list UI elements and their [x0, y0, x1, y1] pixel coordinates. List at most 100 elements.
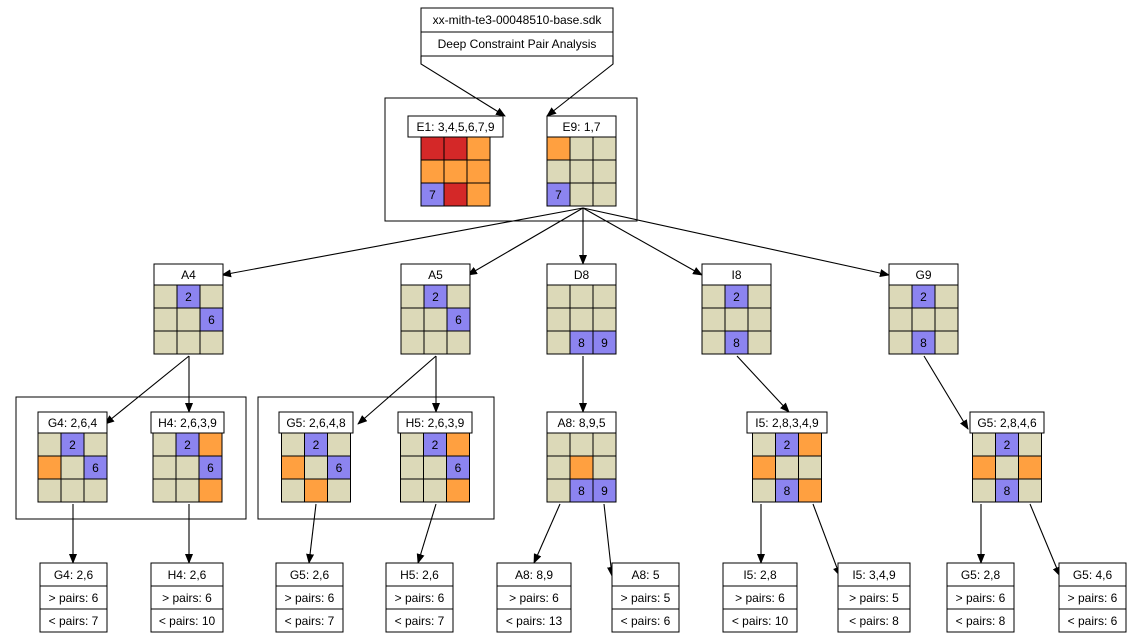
grid-cell — [83, 478, 108, 503]
leaf-title: I5: 2,8 — [743, 568, 777, 582]
cell-digit: 2 — [184, 438, 191, 452]
cell-digit: 2 — [784, 438, 791, 452]
grid-cell — [423, 455, 447, 480]
cell-digit: 7 — [429, 188, 436, 202]
grid-cell — [972, 455, 996, 480]
grid-cell — [198, 432, 223, 457]
grid-cell — [592, 432, 617, 457]
grid-cell — [327, 478, 351, 503]
grid-cell — [175, 478, 200, 503]
cell-digit: 7 — [555, 188, 562, 202]
grid-cell — [420, 136, 445, 161]
leaf-title: A8: 5 — [631, 568, 659, 582]
node-label: A5 — [428, 268, 443, 282]
grid-cell — [37, 432, 62, 457]
grid-cell — [175, 455, 200, 480]
grid-cell — [446, 284, 471, 309]
grid-cell — [934, 330, 959, 355]
node-label: I8 — [731, 268, 741, 282]
leaf-title: H4: 2,6 — [168, 568, 207, 582]
leaf-l1: G4: 2,6> pairs: 6< pairs: 7 — [39, 562, 108, 633]
grid-cell — [752, 432, 776, 457]
grid-cell — [304, 478, 328, 503]
leaf-less-pairs: < pairs: 8 — [849, 614, 899, 628]
grid-cell — [1018, 432, 1042, 457]
cell-digit: 2 — [432, 290, 439, 304]
grid-cell — [37, 455, 62, 480]
header-subtitle: Deep Constraint Pair Analysis — [438, 37, 597, 51]
cell-digit: 6 — [207, 461, 214, 475]
edge-arrow — [1029, 503, 1061, 577]
grid-cell — [443, 182, 468, 207]
leaf-less-pairs: < pairs: 6 — [1068, 614, 1118, 628]
cell-digit: 8 — [578, 484, 585, 498]
edge-arrow — [416, 503, 437, 564]
leaf-less-pairs: < pairs: 7 — [395, 614, 445, 628]
edge-arrow — [420, 56, 506, 117]
node-h5: H5: 2,6,3,926 — [397, 411, 473, 503]
grid-cell — [83, 432, 108, 457]
cell-digit: 9 — [601, 336, 608, 350]
grid-cell — [747, 307, 772, 332]
grid-cell — [446, 330, 471, 355]
grid-cell — [701, 330, 726, 355]
grid-cell — [400, 432, 424, 457]
grid-cell — [466, 159, 491, 184]
cell-digit: 2 — [1004, 438, 1011, 452]
grid-cell — [152, 432, 177, 457]
grid-cell — [592, 330, 617, 355]
grid-cell — [569, 432, 594, 457]
leaf-less-pairs: < pairs: 10 — [159, 614, 216, 628]
leaf-title: H5: 2,6 — [400, 568, 439, 582]
grid-cell — [972, 478, 996, 503]
cell-digit: 2 — [185, 290, 192, 304]
grid-cell — [546, 432, 571, 457]
cell-digit: 6 — [92, 461, 99, 475]
grid-cell — [1018, 455, 1042, 480]
grid-cell — [747, 284, 772, 309]
grid-cell — [546, 478, 571, 503]
grid-cell — [752, 455, 776, 480]
grid-cell — [546, 136, 571, 161]
grid-cell — [546, 330, 571, 355]
cluster-frame-a4 — [15, 396, 247, 520]
grid-cell — [281, 432, 305, 457]
grid-cell — [446, 478, 470, 503]
grid-cell — [443, 136, 468, 161]
node-label: H5: 2,6,3,9 — [406, 416, 465, 430]
node-label: G5: 2,6,4,8 — [286, 416, 346, 430]
leaf-title: G5: 4,6 — [1073, 568, 1113, 582]
grid-cell — [37, 478, 62, 503]
grid-cell — [546, 284, 571, 309]
leaf-greater-pairs: > pairs: 5 — [849, 591, 899, 605]
grid-cell — [775, 455, 799, 480]
grid-cell — [701, 284, 726, 309]
node-g4: G4: 2,6,426 — [37, 411, 108, 503]
node-label: G4: 2,6,4 — [48, 416, 98, 430]
node-h4: H4: 2,6,3,926 — [150, 411, 225, 503]
node-label: A4 — [181, 268, 196, 282]
grid-cell — [569, 455, 594, 480]
grid-cell — [423, 478, 447, 503]
cell-digit: 8 — [733, 336, 740, 350]
grid-cell — [400, 455, 424, 480]
leaf-l10: G5: 4,6 > pairs: 6 < pairs: 6 — [1058, 562, 1127, 633]
leaf-less-pairs: < pairs: 7 — [49, 614, 99, 628]
leaf-less-pairs: < pairs: 7 — [285, 614, 335, 628]
cell-digit: 6 — [455, 461, 462, 475]
leaf-less-pairs: < pairs: 6 — [621, 614, 671, 628]
edge-arrow — [582, 207, 703, 276]
node-i5: I5: 2,8,3,4,928 — [746, 411, 828, 503]
leaf-greater-pairs: > pairs: 6 — [49, 591, 99, 605]
edges — [69, 56, 1061, 577]
cell-digit: 8 — [920, 336, 927, 350]
leaf-greater-pairs: > pairs: 6 — [1068, 591, 1118, 605]
grid-cell — [798, 432, 822, 457]
node-label: I5: 2,8,3,4,9 — [755, 416, 819, 430]
node-label: G9 — [915, 268, 931, 282]
grid-cell — [546, 307, 571, 332]
grid-cell — [281, 478, 305, 503]
edge-arrow — [546, 56, 614, 117]
edge-arrow — [221, 207, 584, 278]
